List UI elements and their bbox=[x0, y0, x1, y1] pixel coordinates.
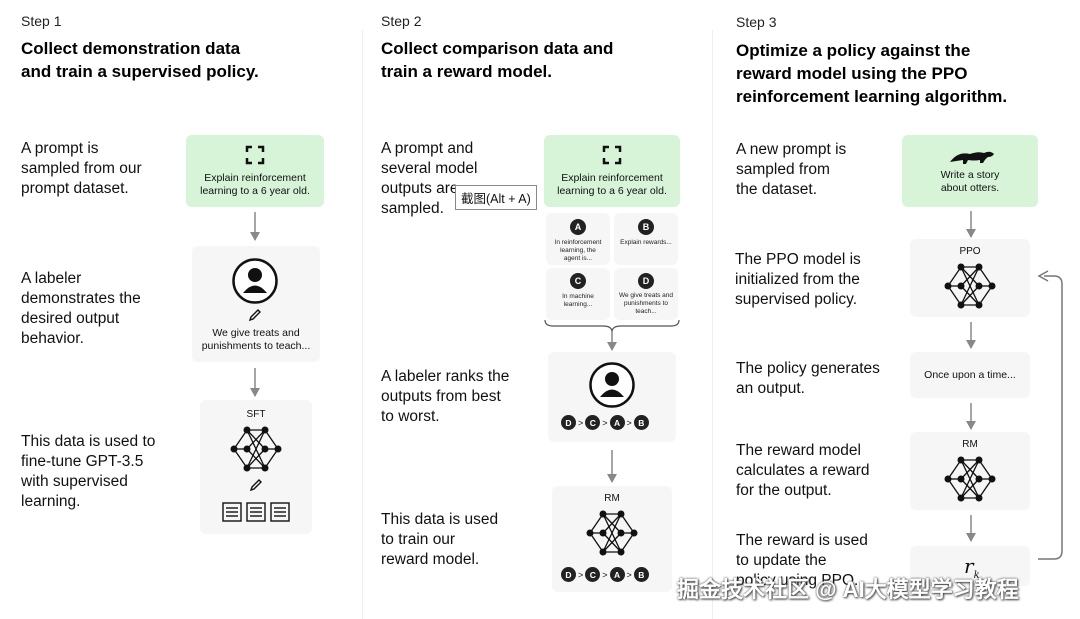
output-card-c: C In machine learning... bbox=[546, 268, 610, 320]
sft-tag: SFT bbox=[246, 409, 266, 420]
otter-icon bbox=[950, 151, 994, 164]
arrow-down-icon bbox=[966, 403, 976, 430]
step3-title: Optimize a policy against the reward mod… bbox=[736, 41, 1008, 106]
neural-network-icon bbox=[944, 263, 996, 309]
output-card-d: D We give treats and punishments to teac… bbox=[614, 268, 678, 320]
bracket-arrow-icon bbox=[544, 319, 680, 351]
labeler-avatar-icon bbox=[232, 258, 278, 304]
arrow-down-icon bbox=[966, 515, 976, 542]
reward-card: rk bbox=[910, 546, 1030, 586]
rm-tag: RM bbox=[962, 439, 978, 450]
step1-prompt-card: Explain reinforcement learning to a 6 ye… bbox=[186, 135, 324, 207]
output-card-a: A In reinforcement learning, the agent i… bbox=[546, 213, 610, 265]
arrow-down-icon bbox=[966, 322, 976, 349]
arrow-down-icon bbox=[250, 212, 260, 241]
feedback-loop-arrow-icon bbox=[1037, 270, 1063, 560]
labeler-avatar-icon bbox=[589, 362, 635, 408]
step3-prompt-card: Write a story about otters. bbox=[902, 135, 1038, 207]
screenshot-tooltip: 截图(Alt + A) bbox=[455, 185, 537, 210]
step2-labeler-card: D> C> A> B bbox=[548, 352, 676, 442]
step1-labeler-card: We give treats and punishments to teach.… bbox=[192, 246, 320, 362]
step1-sft-card: SFT bbox=[200, 400, 312, 534]
ranking-row: D> C> A> B bbox=[561, 567, 649, 582]
neural-network-icon bbox=[230, 426, 282, 472]
output-card-b: B Explain rewards... bbox=[614, 213, 678, 265]
arrow-down-icon bbox=[607, 450, 617, 483]
ppo-tag: PPO bbox=[959, 246, 981, 257]
step3-label: Step 3 bbox=[736, 14, 777, 30]
step3-desc-output: The policy generates an output. bbox=[736, 360, 880, 397]
pencil-icon bbox=[249, 479, 262, 492]
arrow-down-icon bbox=[966, 211, 976, 238]
column-divider bbox=[362, 30, 363, 619]
step2-desc-prompt: A prompt and several model outputs are s… bbox=[381, 140, 478, 217]
step3-desc-prompt: A new prompt is sampled from the dataset… bbox=[736, 141, 847, 198]
step2-prompt-card: Explain reinforcement learning to a 6 ye… bbox=[544, 135, 680, 207]
step3-rm-card: RM bbox=[910, 432, 1030, 510]
policy-output-card: Once upon a time... bbox=[910, 352, 1030, 398]
pencil-icon bbox=[248, 309, 261, 322]
step2-label: Step 2 bbox=[381, 13, 422, 29]
documents-icon bbox=[222, 502, 290, 522]
neural-network-icon bbox=[944, 456, 996, 502]
step1-label: Step 1 bbox=[21, 13, 62, 29]
step1-desc-prompt: A prompt is sampled from our prompt data… bbox=[21, 140, 142, 197]
step1-desc-finetune: This data is used to fine-tune GPT-3.5 w… bbox=[21, 433, 156, 510]
rm-tag: RM bbox=[604, 493, 620, 504]
step3-desc-ppo: The PPO model is initialized from the su… bbox=[735, 251, 861, 308]
step2-desc-rank: A labeler ranks the outputs from best to… bbox=[381, 368, 510, 425]
refresh-icon bbox=[245, 145, 265, 165]
step3-desc-update: The reward is used to update the policy … bbox=[736, 532, 868, 589]
neural-network-icon bbox=[586, 510, 638, 556]
arrow-down-icon bbox=[250, 368, 260, 397]
step2-desc-train: This data is used to train our reward mo… bbox=[381, 511, 499, 568]
step1-title: Collect demonstration data and train a s… bbox=[21, 39, 259, 81]
ranking-row: D> C> A> B bbox=[561, 415, 649, 430]
column-divider bbox=[712, 30, 713, 619]
step2-rm-card: RM D> C> A> B bbox=[552, 486, 672, 592]
reward-symbol: rk bbox=[964, 554, 980, 581]
refresh-icon bbox=[602, 145, 622, 165]
step1-desc-labeler: A labeler demonstrates the desired outpu… bbox=[21, 270, 141, 347]
ppo-card: PPO bbox=[910, 239, 1030, 317]
step3-desc-reward: The reward model calculates a reward for… bbox=[736, 442, 870, 499]
step2-title: Collect comparison data and train a rewa… bbox=[381, 39, 614, 81]
watermark-text: 掘金技术社区 @ AI大模型学习教程 bbox=[677, 577, 1019, 602]
